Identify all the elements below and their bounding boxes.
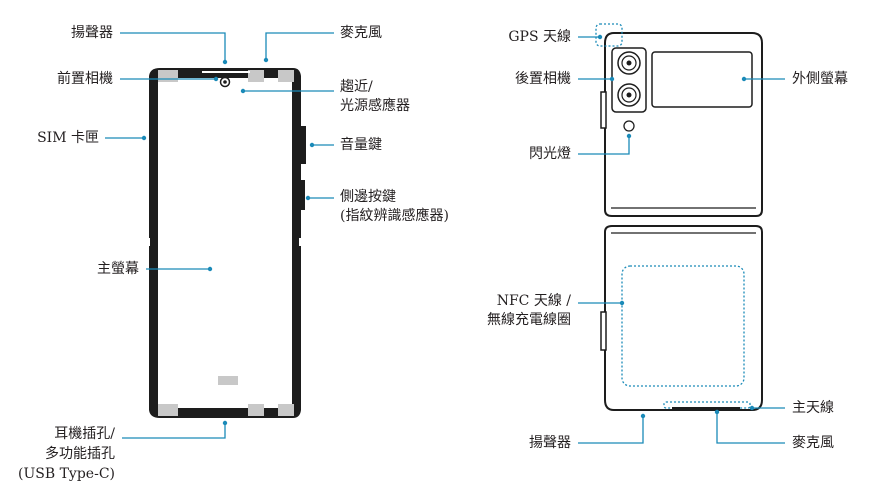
front-phone bbox=[147, 68, 306, 418]
label-rear-camera: 後置相機 bbox=[515, 71, 571, 87]
label-side-key-line2: (指紋辨識感應器) bbox=[340, 208, 449, 224]
antenna-block bbox=[158, 70, 178, 82]
rear-top-side-key bbox=[600, 91, 607, 129]
cover-screen-shape bbox=[651, 51, 753, 108]
side-key-shape bbox=[301, 180, 305, 210]
main-antenna-region bbox=[663, 401, 751, 409]
label-main-screen: 主螢幕 bbox=[97, 261, 139, 277]
rear-bottom-half bbox=[600, 225, 763, 411]
label-flash: 閃光燈 bbox=[529, 146, 571, 162]
label-cover-screen: 外側螢幕 bbox=[792, 71, 848, 87]
volume-key-shape bbox=[301, 126, 306, 164]
label-side-key: 側邊按鍵 (指紋辨識感應器) bbox=[340, 188, 449, 226]
label-side-key-line1: 側邊按鍵 bbox=[340, 189, 396, 205]
front-leaders bbox=[105, 32, 334, 439]
rear-bottom-side-key bbox=[600, 311, 607, 351]
antenna-block bbox=[248, 70, 264, 82]
label-sim-tray: SIM 卡匣 bbox=[37, 130, 99, 146]
label-speaker-rear: 揚聲器 bbox=[529, 435, 571, 451]
antenna-block bbox=[218, 376, 238, 385]
label-earphone-jack-line3: (USB Type-C) bbox=[18, 466, 115, 482]
rear-leaders bbox=[578, 34, 785, 444]
label-front-camera: 前置相機 bbox=[57, 71, 113, 87]
gps-antenna-region bbox=[595, 23, 623, 47]
label-main-antenna: 主天線 bbox=[792, 400, 834, 416]
label-nfc-antenna: NFC 天線 / 無線充電線圈 bbox=[487, 292, 571, 330]
earpiece-slot bbox=[202, 71, 250, 73]
label-earphone-jack: 耳機插孔/ 多功能插孔 (USB Type-C) bbox=[18, 424, 115, 484]
label-gps-antenna: GPS 天線 bbox=[508, 29, 571, 45]
bottom-port bbox=[672, 407, 740, 410]
antenna-block bbox=[158, 404, 178, 416]
label-microphone-rear: 麥克風 bbox=[792, 435, 834, 451]
flash-led bbox=[623, 120, 635, 132]
nfc-coil-region bbox=[621, 265, 745, 387]
front-phone-screen bbox=[158, 78, 292, 408]
hinge-right-mark bbox=[299, 238, 302, 246]
label-volume-key: 音量鍵 bbox=[340, 137, 382, 153]
label-nfc-line2: 無線充電線圈 bbox=[487, 312, 571, 328]
label-proximity-line2: 光源感應器 bbox=[340, 98, 410, 114]
front-camera-pupil bbox=[223, 80, 227, 84]
rear-top-half bbox=[595, 23, 763, 217]
label-earphone-jack-line2: 多功能插孔 bbox=[45, 446, 115, 462]
antenna-block bbox=[278, 70, 294, 82]
label-proximity-line1: 趨近/ bbox=[340, 79, 373, 95]
rear-bottom-body bbox=[604, 225, 763, 411]
hinge-left-mark bbox=[147, 238, 150, 246]
label-earphone-jack-line1: 耳機插孔/ bbox=[54, 426, 115, 442]
label-proximity-sensor: 趨近/ 光源感應器 bbox=[340, 78, 410, 116]
antenna-block bbox=[248, 404, 264, 416]
label-microphone-front: 麥克風 bbox=[340, 25, 382, 41]
antenna-block bbox=[278, 404, 294, 416]
label-speaker-front: 揚聲器 bbox=[71, 25, 113, 41]
label-nfc-line1: NFC 天線 / bbox=[496, 293, 571, 309]
